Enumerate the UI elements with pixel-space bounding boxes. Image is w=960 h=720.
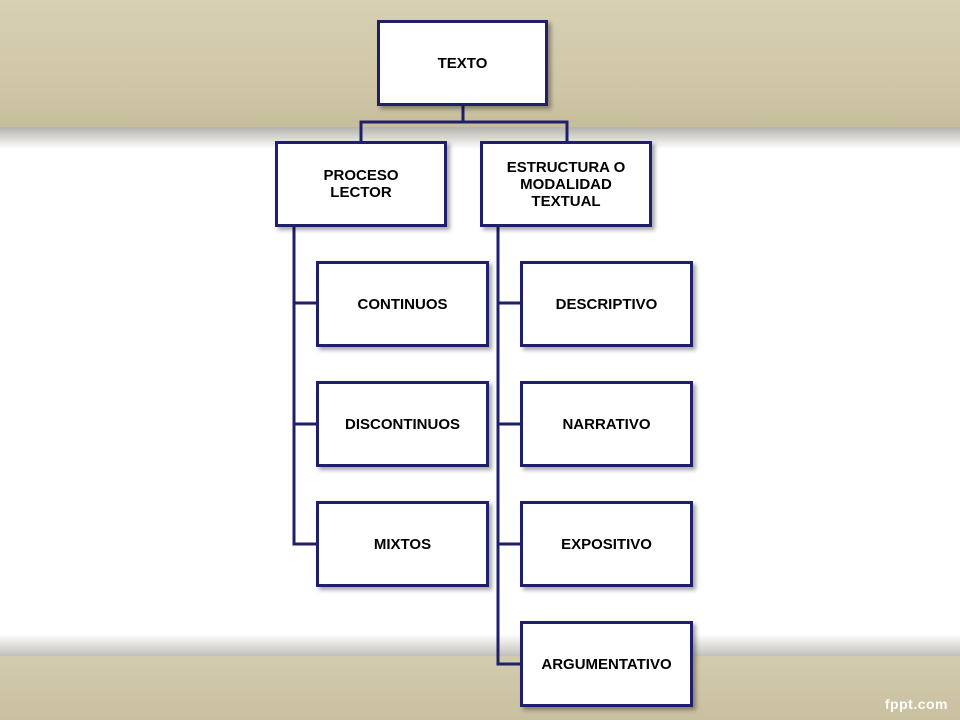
node-leaf-narrativo: NARRATIVO <box>520 381 693 467</box>
node-leaf-label: MIXTOS <box>373 535 432 553</box>
top-band-shadow <box>0 127 960 149</box>
bottom-band <box>0 656 960 720</box>
node-root-label: TEXTO <box>437 54 488 72</box>
node-leaf-mixtos: MIXTOS <box>316 501 489 587</box>
node-leaf-label: EXPOSITIVO <box>561 535 652 553</box>
node-leaf-descriptivo: DESCRIPTIVO <box>520 261 693 347</box>
node-branch-proceso-lector: PROCESO LECTOR <box>275 141 447 227</box>
node-leaf-label: CONTINUOS <box>357 295 448 313</box>
node-leaf-expositivo: EXPOSITIVO <box>520 501 693 587</box>
node-leaf-argumentativo: ARGUMENTATIVO <box>520 621 693 707</box>
node-leaf-label: DISCONTINUOS <box>344 415 460 433</box>
node-branch-label: ESTRUCTURA O MODALIDAD TEXTUAL <box>506 158 626 210</box>
bottom-band-shadow <box>0 634 960 656</box>
node-leaf-continuos: CONTINUOS <box>316 261 489 347</box>
node-leaf-label: ARGUMENTATIVO <box>541 655 672 673</box>
node-leaf-label: NARRATIVO <box>562 415 651 433</box>
node-leaf-discontinuos: DISCONTINUOS <box>316 381 489 467</box>
watermark: fppt.com <box>884 696 948 712</box>
node-branch-label: PROCESO LECTOR <box>323 167 399 201</box>
node-leaf-label: DESCRIPTIVO <box>555 295 658 313</box>
node-branch-estructura: ESTRUCTURA O MODALIDAD TEXTUAL <box>480 141 652 227</box>
node-root: TEXTO <box>377 20 548 106</box>
